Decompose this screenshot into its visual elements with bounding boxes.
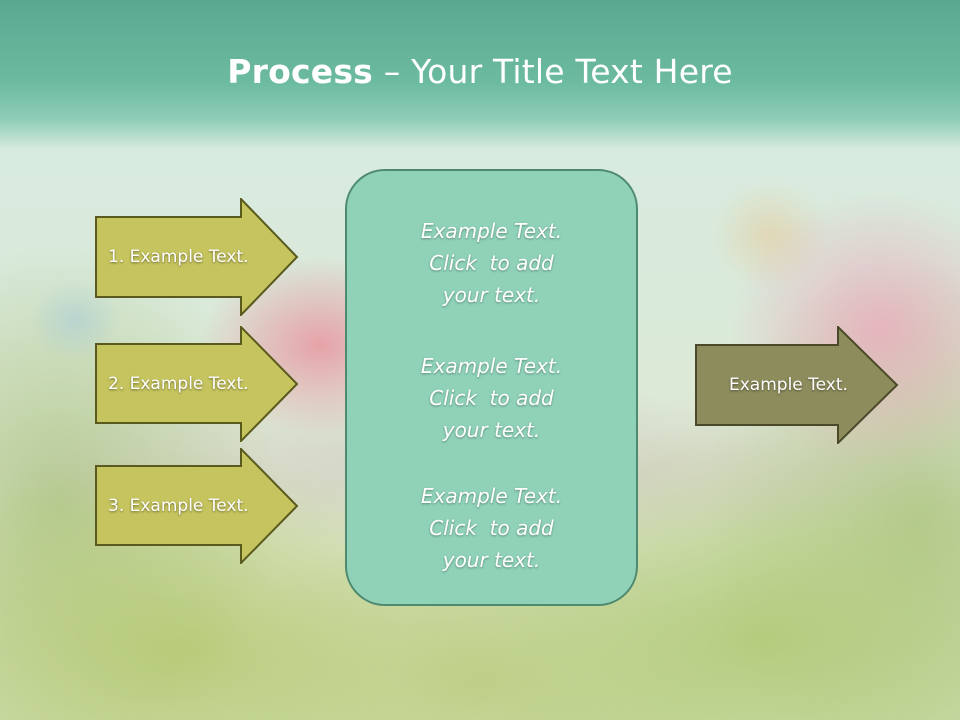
left-arrow-2-label: 2. Example Text.	[108, 374, 249, 394]
right-arrow-label: Example Text.	[729, 375, 848, 395]
center-block-1: Example Text. Click to add your text.	[347, 215, 636, 311]
slide-title-bold: Process	[227, 52, 374, 91]
center-block-3-line-3: your text.	[442, 548, 541, 572]
center-block-2-line-1: Example Text.	[420, 354, 563, 378]
right-arrow[interactable]: Example Text.	[695, 326, 899, 444]
slide-title-rest: – Your Title Text Here	[373, 52, 733, 91]
left-arrow-3-shape	[95, 448, 299, 564]
center-block-3-line-1: Example Text.	[420, 484, 563, 508]
center-block-2-line-3: your text.	[442, 418, 541, 442]
left-arrow-3-label: 3. Example Text.	[108, 496, 249, 516]
center-block-2-line-2: Click to add	[429, 386, 554, 410]
center-text-box[interactable]: Example Text. Click to add your text. Ex…	[345, 169, 638, 606]
center-block-1-line-1: Example Text.	[420, 219, 563, 243]
center-block-1-line-3: your text.	[442, 283, 541, 307]
left-arrow-2[interactable]: 2. Example Text.	[95, 326, 299, 442]
left-arrow-1-shape	[95, 198, 299, 316]
center-block-1-line-2: Click to add	[429, 251, 554, 275]
center-block-3-line-2: Click to add	[429, 516, 554, 540]
slide-title[interactable]: Process – Your Title Text Here	[0, 52, 960, 91]
left-arrow-1[interactable]: 1. Example Text.	[95, 198, 299, 316]
left-arrow-1-label: 1. Example Text.	[108, 247, 249, 267]
title-bar	[0, 0, 960, 150]
right-arrow-shape	[695, 326, 899, 444]
left-arrow-3[interactable]: 3. Example Text.	[95, 448, 299, 564]
center-block-3: Example Text. Click to add your text.	[347, 480, 636, 576]
center-block-2: Example Text. Click to add your text.	[347, 350, 636, 446]
left-arrow-2-shape	[95, 326, 299, 442]
